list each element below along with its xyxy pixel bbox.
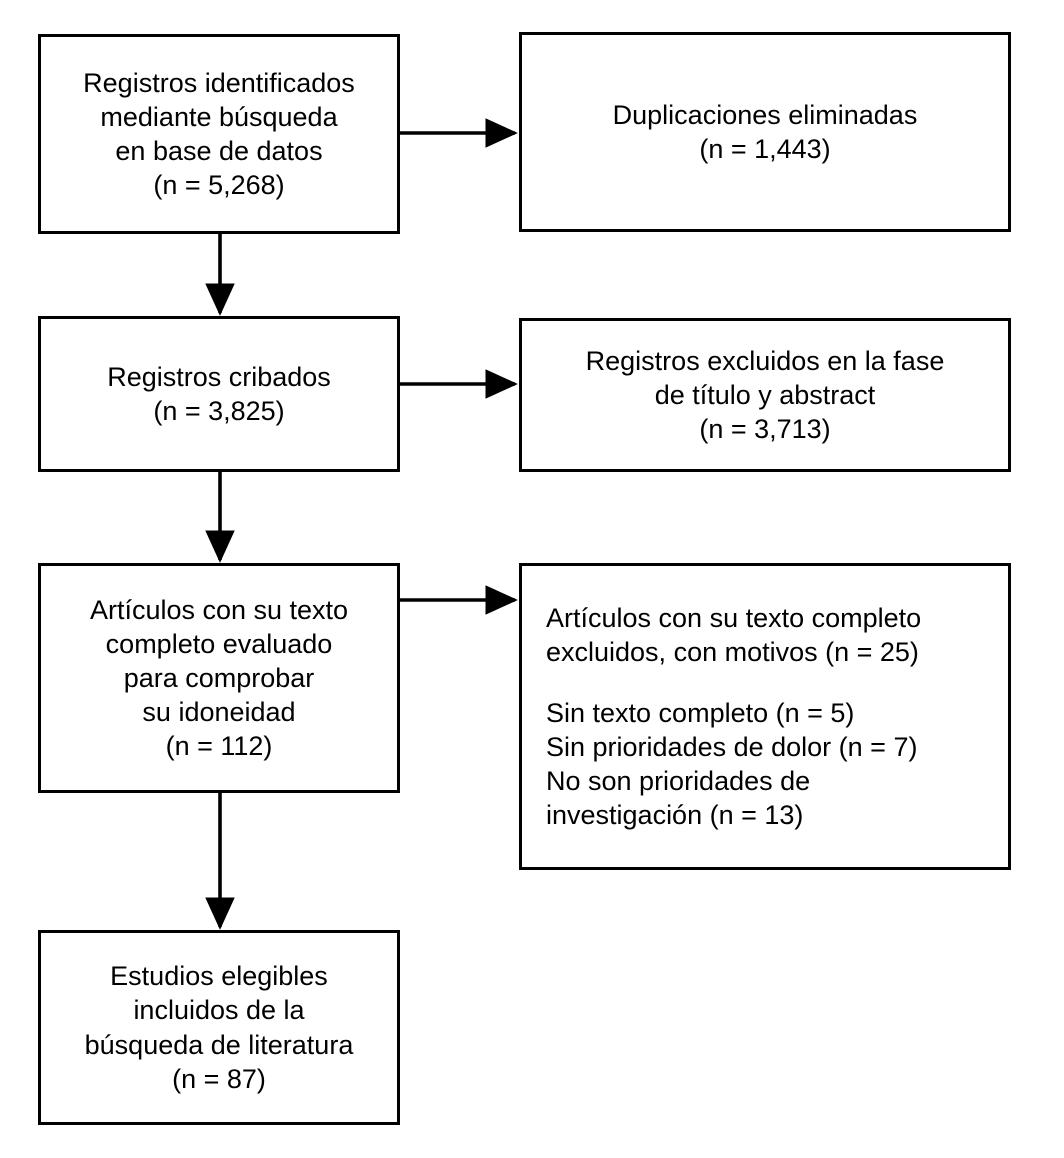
text-line: excluidos, con motivos (n = 25) (546, 636, 919, 667)
duplicates-removed-box: Duplicaciones eliminadas (n = 1,443) (519, 32, 1011, 232)
text-line: completo evaluado (105, 628, 333, 659)
records-screened-box: Registros cribados (n = 3,825) (38, 316, 400, 472)
text-line: Registros excluidos en la fase (585, 345, 945, 376)
text-line: Sin prioridades de dolor (n = 7) (546, 732, 918, 762)
text-line: (n = 1,443) (699, 134, 831, 164)
text-line: Registros cribados (107, 361, 331, 392)
text-line: (n = 87) (172, 1063, 266, 1094)
text-line: (n = 3,825) (153, 396, 285, 426)
text-line: Duplicaciones eliminadas (612, 99, 918, 130)
text-line: de título y abstract (654, 379, 876, 410)
text-line: su idoneidad (142, 697, 296, 727)
text-line: (n = 5,268) (153, 170, 285, 201)
text-line: Artículos con su texto (89, 594, 349, 625)
text-line: (n = 3,713) (699, 414, 831, 444)
text-line: incluidos de la (133, 995, 305, 1026)
text-line: Sin texto completo (n = 5) (546, 697, 855, 728)
text-line: Artículos con su texto completo (546, 602, 922, 633)
text-line: (n = 112) (165, 731, 273, 762)
text-line: búsqueda de literatura (84, 1029, 354, 1060)
text-line: en base de datos (115, 136, 323, 166)
text-line: mediante búsqueda (100, 101, 338, 132)
text-line: Estudios elegibles (110, 961, 328, 992)
text-line: investigación (n = 13) (546, 800, 804, 831)
text-line: No son prioridades de (546, 766, 811, 797)
text-line: Registros identificados (83, 67, 355, 98)
text-line: para comprobar (123, 662, 315, 693)
